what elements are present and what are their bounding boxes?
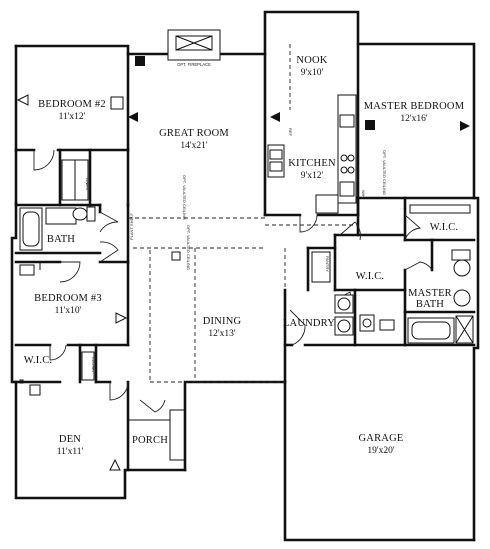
dashed-lines — [128, 44, 358, 383]
garage-name: GARAGE — [359, 433, 404, 444]
interior-walls — [14, 42, 476, 472]
dining-name: DINING — [203, 316, 242, 327]
linen-label: LINEN — [85, 178, 90, 190]
fireplace-label: OPT. FIREPLACE — [177, 62, 211, 67]
wic-left-name: W.I.C. — [24, 355, 53, 366]
exterior-walls — [10, 10, 480, 542]
nook-name: NOOK — [296, 55, 327, 66]
dining-ceiling-note: OPT. VAULTED CEILING — [186, 225, 191, 270]
den-name: DEN — [59, 434, 81, 445]
master-bath-name: MASTER — [408, 288, 452, 299]
nook-size: 9'x10' — [301, 68, 324, 78]
fireplace: OPT. FIREPLACE — [167, 29, 221, 67]
plant-shelf-note: PLANT SHELF — [129, 213, 134, 240]
wh-label: W/H — [361, 190, 366, 198]
garage-size: 19'x20' — [367, 446, 394, 456]
great-room-ceiling-note: OPT. VAULTED CEILING — [182, 175, 187, 220]
bedroom3-size: 11'x10' — [55, 306, 82, 316]
kitchen-size: 9'x12' — [301, 171, 324, 181]
porch-name: PORCH — [132, 435, 168, 446]
kitchen-name: KITCHEN — [288, 158, 336, 169]
bath-name: BATH — [47, 234, 75, 245]
ref-label: REF — [288, 128, 293, 137]
den-size: 11'x11' — [57, 447, 84, 457]
bedroom2-name: BEDROOM #2 — [38, 99, 106, 110]
pantry-label: PANTRY — [325, 256, 330, 272]
closet-label: CLOSET — [91, 357, 96, 374]
master-ceiling-note: OPT. VAULTED CEILING — [382, 150, 387, 195]
bedroom2-size: 11'x12' — [59, 112, 86, 122]
fixtures: LINEN CLOSET REF PANTRY — [19, 94, 474, 396]
great-room-name: GREAT ROOM — [159, 128, 229, 139]
master-bedroom-size: 12'x16' — [400, 114, 427, 124]
wic-master2-name: W.I.C. — [430, 222, 459, 233]
wic-master-name: W.I.C. — [356, 271, 385, 282]
laundry-name: LAUNDRY — [283, 318, 335, 329]
bedroom3-name: BEDROOM #3 — [34, 293, 102, 304]
master-bedroom-name: MASTER BEDROOM — [364, 101, 465, 112]
room-labels: BEDROOM #2 11'x12' GREAT ROOM 14'x21' NO… — [24, 55, 465, 457]
master-bath-name2: BATH — [416, 299, 444, 310]
great-room-size: 14'x21' — [180, 141, 207, 151]
dining-size: 12'x13' — [208, 329, 235, 339]
markers — [16, 56, 470, 471]
